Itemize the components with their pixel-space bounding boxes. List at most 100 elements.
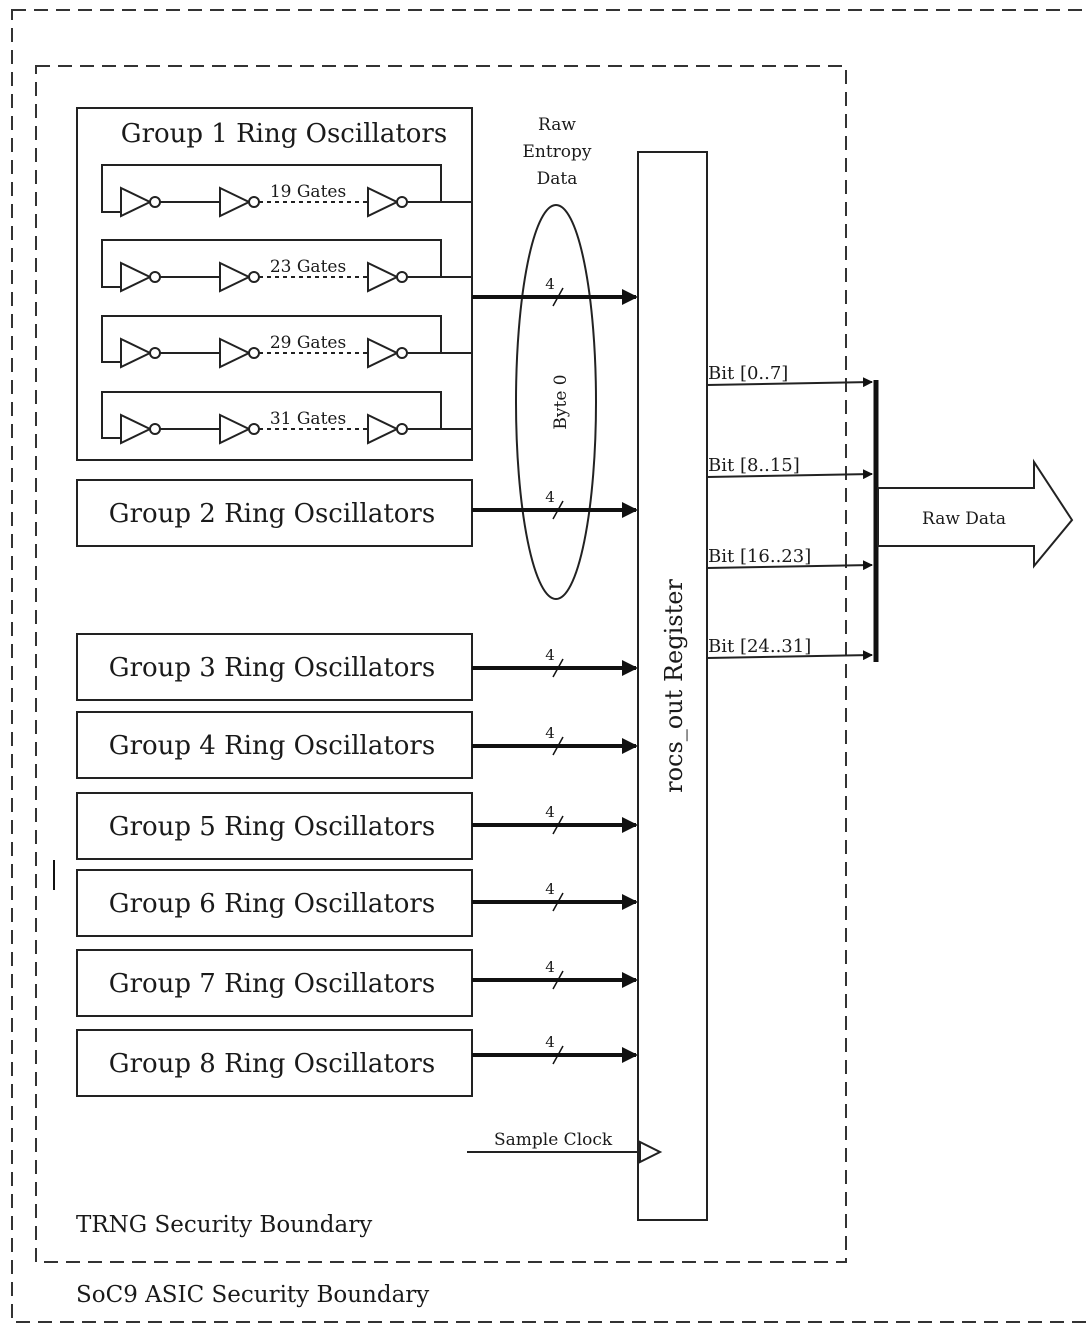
inverter-icon [367, 261, 408, 293]
bit-output-line [706, 377, 873, 388]
bus-width-label: 4 [545, 958, 555, 976]
bit-output-line [706, 560, 873, 571]
group-1-box [76, 107, 473, 461]
group-box [76, 949, 473, 1017]
bit-output-label: Bit [8..15] [708, 455, 800, 476]
inverter-icon [120, 337, 161, 369]
oscillator-chain: 19 Gates [101, 164, 472, 218]
bus-width-label: 4 [545, 488, 555, 506]
bus-width-slash [552, 500, 564, 520]
group-box [76, 711, 473, 779]
chain-gates-label: 23 Gates [270, 257, 346, 277]
bit-output: Bit [24..31] [706, 636, 873, 661]
inverter-icon [367, 186, 408, 218]
soc-asic-boundary-label: SoC9 ASIC Security Boundary [76, 1282, 429, 1308]
bus-width-label: 4 [545, 724, 555, 742]
group-label: Group 6 Ring Oscillators [109, 889, 435, 919]
chain-gates-label: 29 Gates [270, 333, 346, 353]
group-box [76, 633, 473, 701]
inverter-icon [120, 413, 161, 445]
group-label: Group 4 Ring Oscillators [109, 731, 435, 761]
rocs-out-register [637, 151, 708, 1221]
bus-width-slash [552, 892, 564, 912]
group-label: Group 3 Ring Oscillators [109, 653, 435, 683]
inverter-icon [367, 337, 408, 369]
raw-entropy-label-line2: Entropy [522, 142, 591, 162]
bus-width-slash [552, 1045, 564, 1065]
group-1-block: Group 1 Ring Oscillators 19 Gates 23 Gate… [76, 107, 473, 461]
bus-width-slash [552, 815, 564, 835]
byte-0-label: Byte 0 [551, 374, 571, 429]
bus-arrow: 4 [472, 724, 638, 756]
bus-width-label: 4 [545, 1033, 555, 1051]
group-block: Group 5 Ring Oscillators [76, 792, 473, 860]
group-block: Group 6 Ring Oscillators [76, 869, 473, 937]
bus-width-label: 4 [545, 880, 555, 898]
bus-width-slash [552, 736, 564, 756]
raw-entropy-label-line1: Raw [538, 115, 576, 135]
raw-data-label: Raw Data [922, 509, 1006, 529]
bus-arrow: 4 [472, 880, 638, 912]
bus-width-slash [552, 970, 564, 990]
oscillator-chain: 29 Gates [101, 315, 472, 369]
feedback-loop [101, 391, 442, 439]
bit-outputs: Bit [0..7] Bit [8..15] Bit [16..23] Bit [24… [706, 363, 873, 661]
group-box [76, 869, 473, 937]
group-box [76, 792, 473, 860]
oscillator-chain: 31 Gates [101, 391, 472, 445]
group-label: Group 7 Ring Oscillators [109, 969, 435, 999]
bit-output-line [706, 469, 873, 480]
bit-output: Bit [0..7] [706, 363, 873, 388]
group-block: Group 2 Ring Oscillators [76, 479, 473, 547]
group-block: Group 7 Ring Oscillators [76, 949, 473, 1017]
bus-width-label: 4 [545, 803, 555, 821]
trng-boundary [35, 65, 847, 1263]
bus-arrow: 4 [472, 958, 638, 990]
inverter-icon [120, 261, 161, 293]
oscillator-chains: 19 Gates 23 Gates 29 Gates 31 Gates [101, 164, 472, 445]
raw-entropy-label-line3: Data [537, 169, 578, 189]
chain-gates-label: 19 Gates [270, 182, 346, 202]
bus-arrow: 4 [472, 803, 638, 835]
bus-width-label: 4 [545, 646, 555, 664]
bus-width-label: 4 [545, 275, 555, 293]
sample-clock-label: Sample Clock [494, 1130, 613, 1150]
bit-output-label: Bit [0..7] [708, 363, 788, 384]
bus-arrow: 4 [472, 1033, 638, 1065]
group-box [76, 1029, 473, 1097]
bus-width-slash [552, 658, 564, 678]
clock-input-triangle [639, 1140, 663, 1164]
bus-width-slash [552, 287, 564, 307]
chain-gates-label: 31 Gates [270, 409, 346, 429]
bus-arrow: 4 [472, 275, 638, 307]
feedback-loop [101, 315, 442, 363]
group-box [76, 479, 473, 547]
group-block: Group 4 Ring Oscillators [76, 711, 473, 779]
group-block: Group 3 Ring Oscillators [76, 633, 473, 701]
group-block: Group 8 Ring Oscillators [76, 1029, 473, 1097]
soc-asic-boundary [11, 9, 1088, 1323]
inverter-icon [367, 413, 408, 445]
feedback-loop [101, 239, 442, 288]
bit-output-label: Bit [24..31] [708, 636, 811, 657]
bit-output: Bit [8..15] [706, 455, 873, 480]
raw-data-output-arrow [877, 458, 1074, 569]
bus-arrow: 4 [472, 646, 638, 678]
inverter-icon [219, 413, 260, 445]
group-label: Group 2 Ring Oscillators [109, 499, 435, 529]
rocs-out-register-label: rocs_out Register [660, 579, 688, 793]
group-label: Group 8 Ring Oscillators [109, 1049, 435, 1079]
bus-arrow: 4 [472, 488, 638, 520]
trng-boundary-label: TRNG Security Boundary [76, 1212, 372, 1238]
bit-output-label: Bit [16..23] [708, 546, 811, 567]
group-1-title: Group 1 Ring Oscillators [121, 119, 447, 149]
feedback-loop [101, 164, 442, 213]
bit-output-line [706, 650, 873, 661]
bit-output: Bit [16..23] [706, 546, 873, 571]
oscillator-chain: 23 Gates [101, 239, 472, 293]
bus-arrows: 4 4 4 4 4 4 4 4 [472, 275, 638, 1065]
raw-entropy-ellipse [515, 204, 597, 600]
group-label: Group 5 Ring Oscillators [109, 812, 435, 842]
